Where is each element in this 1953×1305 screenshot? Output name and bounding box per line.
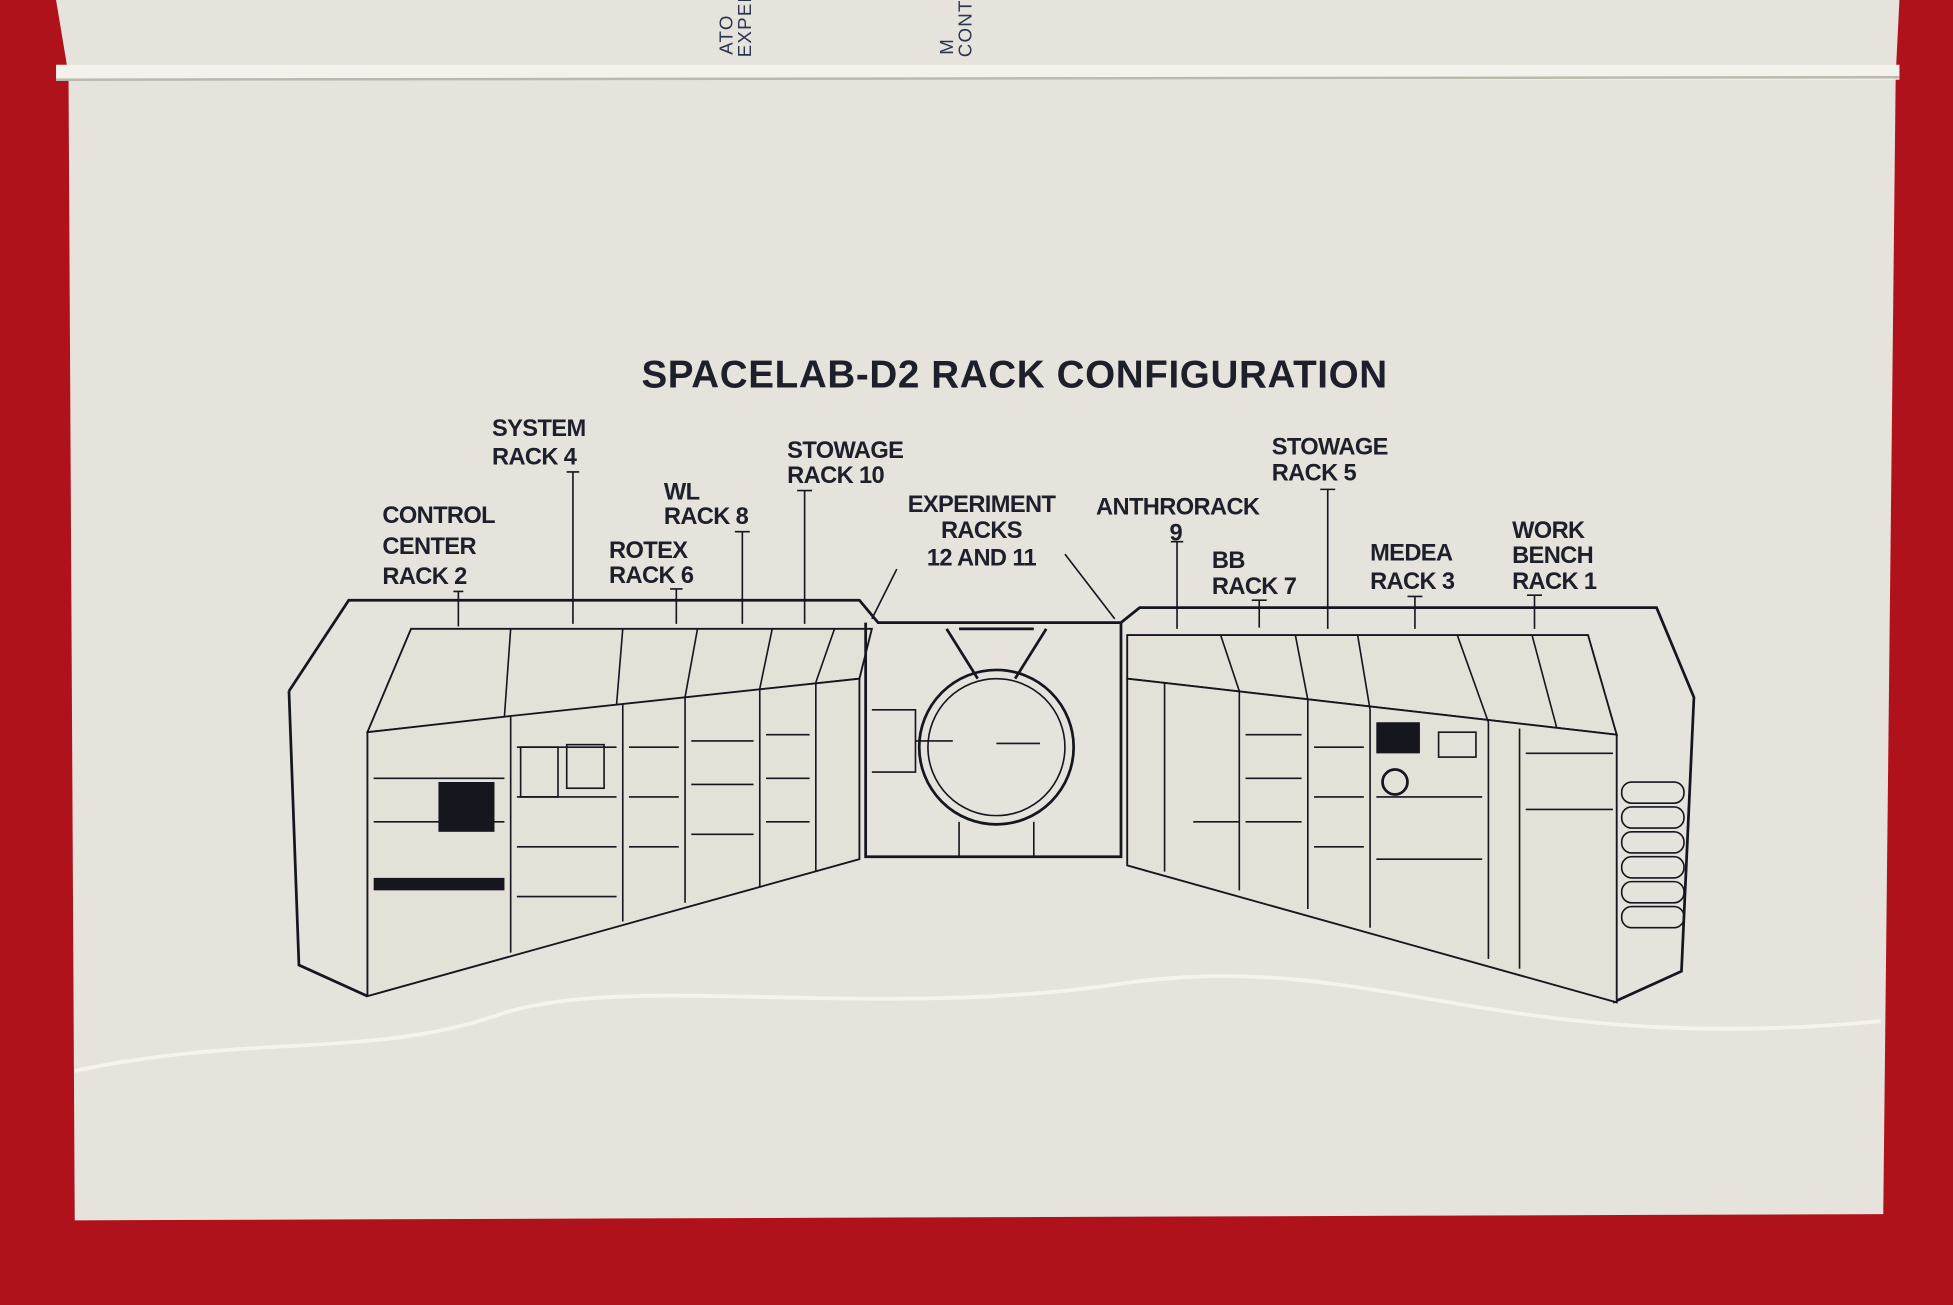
left-rack-module (287, 598, 1696, 1004)
label-anthrorack-9: ANTHRORACK 9 (1096, 494, 1260, 546)
svg-text:STOWAGE: STOWAGE (787, 438, 903, 464)
svg-text:ROTEX: ROTEX (609, 538, 688, 564)
label-stowage-rack-5: STOWAGE RACK 5 (1272, 435, 1389, 487)
fold-crease (56, 64, 1900, 80)
right-rack-module (1126, 634, 1618, 1004)
svg-text:RACK 3: RACK 3 (1370, 569, 1455, 595)
svg-text:EXPER: EXPER (734, 0, 755, 57)
label-wl-rack-8: WL RACK 8 (664, 479, 749, 530)
label-stowage-rack-10: STOWAGE RACK 10 (787, 438, 904, 489)
svg-text:STOWAGE: STOWAGE (1272, 435, 1388, 461)
svg-text:RACK 6: RACK 6 (609, 563, 694, 589)
svg-text:RACK 7: RACK 7 (1212, 574, 1297, 600)
label-bb-rack-7: BB RACK 7 (1212, 548, 1297, 600)
svg-text:RACKS: RACKS (941, 518, 1022, 544)
svg-text:M: M (936, 38, 957, 55)
cut-text-2: M CONT (936, 0, 976, 57)
svg-text:SYSTEM: SYSTEM (492, 416, 586, 442)
leader-lines (453, 471, 1542, 629)
svg-text:BENCH: BENCH (1512, 543, 1593, 569)
diagram-title: SPACELAB-D2 RACK CONFIGURATION (641, 353, 1387, 396)
label-work-bench-rack-1: WORK BENCH RACK 1 (1512, 518, 1597, 595)
svg-text:RACK 10: RACK 10 (787, 463, 884, 489)
svg-text:BB: BB (1212, 548, 1245, 574)
svg-text:9: 9 (1170, 520, 1183, 546)
svg-text:RACK 1: RACK 1 (1512, 569, 1597, 595)
svg-text:CONT: CONT (955, 0, 976, 57)
svg-text:EXPERIMENT: EXPERIMENT (908, 492, 1057, 518)
svg-text:RACK 8: RACK 8 (664, 504, 749, 530)
svg-text:ATO: ATO (715, 14, 736, 54)
label-rotex-rack-6: ROTEX RACK 6 (609, 538, 694, 589)
paper-sheet (56, 0, 1900, 1221)
paper-crease (74, 974, 1881, 1073)
svg-text:RACK 4: RACK 4 (492, 444, 578, 470)
canisters (1620, 781, 1685, 929)
label-experiment-racks-12-11: EXPERIMENT RACKS 12 AND 11 (908, 492, 1057, 572)
svg-text:MEDEA: MEDEA (1370, 540, 1453, 566)
label-medea-rack-3: MEDEA RACK 3 (1370, 540, 1455, 595)
cut-text-1: ATO EXPER (715, 0, 755, 57)
center-hatch (864, 622, 1123, 859)
svg-text:RACK 2: RACK 2 (382, 564, 467, 590)
svg-text:RACK 5: RACK 5 (1272, 461, 1357, 487)
svg-text:CENTER: CENTER (382, 534, 476, 560)
svg-text:WORK: WORK (1512, 518, 1585, 544)
svg-text:12 AND 11: 12 AND 11 (927, 545, 1037, 571)
svg-text:ANTHRORACK: ANTHRORACK (1096, 494, 1260, 520)
svg-text:WL: WL (664, 479, 700, 505)
svg-text:CONTROL: CONTROL (382, 503, 495, 529)
label-control-center-rack-2: CONTROL CENTER RACK 2 (382, 503, 495, 590)
label-system-rack-4: SYSTEM RACK 4 (492, 416, 586, 471)
